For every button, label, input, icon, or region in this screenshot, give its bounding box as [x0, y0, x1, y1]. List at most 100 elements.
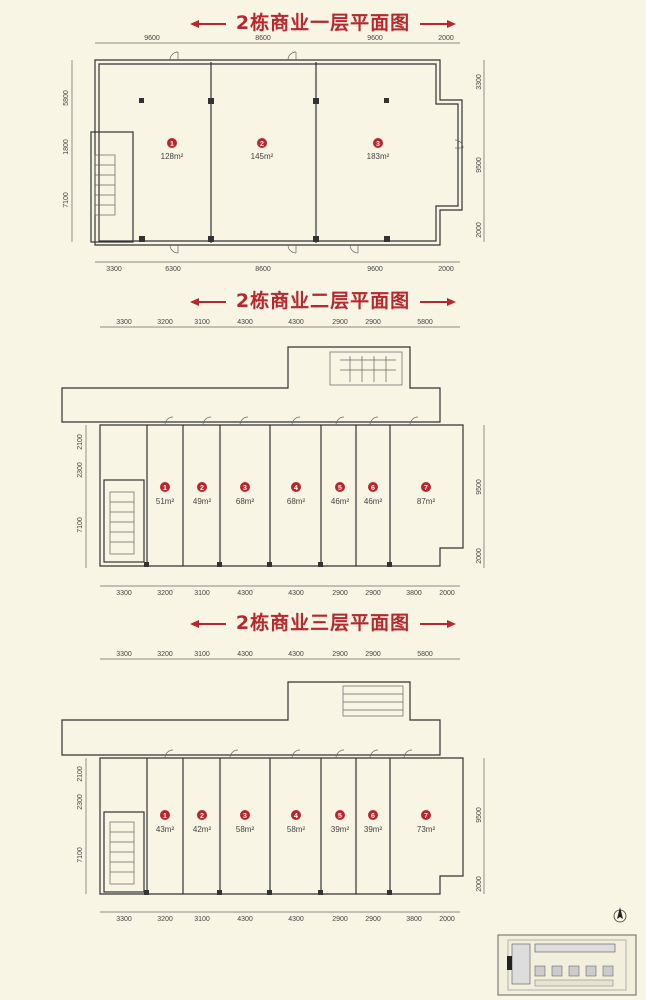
floor-2-unit-7-area: 87m²	[417, 497, 436, 506]
floor-2-unit-5-area: 46m²	[331, 497, 350, 506]
floor-1-top-dim-1: 9600	[144, 35, 160, 42]
floor-2-title: 2栋商业二层平面图	[0, 286, 646, 313]
floor-2-plan: 1 51m² 2 49m² 3 68m² 4 68m² 5 46m² 6 46m…	[61, 319, 485, 597]
floor-3-bottom-dim-6: 2900	[332, 916, 348, 923]
floor-3-bottom-dim-4: 4300	[237, 916, 253, 923]
floor-2-outer-wall	[99, 424, 464, 567]
floor-2-corridor	[61, 346, 441, 423]
floor-3-unit-7: 7 73m²	[417, 810, 435, 834]
floor-3-top-dim-4: 4300	[237, 651, 253, 658]
floor-1-unit-3-area: 183m²	[367, 152, 390, 161]
floor-3-bottom-dim-1: 3300	[116, 916, 132, 923]
floor-2-unit-1-num: 1	[163, 485, 167, 492]
floor-2-bottom-dim-3: 3100	[194, 590, 210, 597]
floor-2-unit-4-area: 68m²	[287, 497, 306, 506]
floor-3-title: 2栋商业三层平面图	[0, 608, 646, 635]
floor-2-bottom-dim-9: 2000	[439, 590, 455, 597]
floor-2-left-dim-3: 7100	[77, 517, 84, 533]
floor-1-right-dim-2: 9500	[476, 157, 483, 173]
floor-3-upper-stair	[342, 685, 404, 717]
floor-2-unit-1-area: 51m²	[156, 497, 175, 506]
floor-3-bottom-dim-8: 3800	[406, 916, 422, 923]
floor-3-left-dim-1: 2100	[77, 766, 84, 782]
floor-3-top-dim-3: 3100	[194, 651, 210, 658]
floor-1-unit-3-num: 3	[376, 141, 380, 148]
floor-1-inner-wall	[98, 63, 459, 242]
floor-1-right-dim-1: 3300	[476, 74, 483, 90]
floor-3-unit-2: 2 42m²	[193, 810, 212, 834]
floor-1-right-dim-3: 2000	[476, 222, 483, 238]
floor-1-bottom-dim-3: 8600	[255, 266, 271, 273]
floor-3-unit-3-num: 3	[243, 813, 247, 820]
floor-2-unit-6: 6 46m²	[364, 482, 383, 506]
floor-2-left-dim-1: 2100	[77, 434, 84, 450]
floor-2-unit-5-num: 5	[338, 485, 342, 492]
floor-2-unit-5: 5 46m²	[331, 482, 350, 506]
floor-2-top-dim-4: 4300	[237, 319, 253, 326]
floor-1-door-4	[287, 244, 297, 254]
floor-1-door-2	[287, 51, 297, 61]
floor-3-unit-2-num: 2	[200, 813, 204, 820]
floor-1-unit-2-num: 2	[260, 141, 264, 148]
floor-3-unit-6: 6 39m²	[364, 810, 382, 834]
floor-1-door-5	[349, 244, 359, 254]
floor-3-unit-1-num: 1	[163, 813, 167, 820]
floor-2-unit-7: 7 87m²	[417, 482, 436, 506]
floor-3-top-dim-8: 5800	[417, 651, 433, 658]
floor-2-top-dim-5: 4300	[288, 319, 304, 326]
floor-3-unit-3: 3 58m²	[236, 810, 254, 834]
floor-2-unit-7-num: 7	[424, 485, 428, 492]
floor-2-unit-4: 4 68m²	[287, 482, 306, 506]
floor-3-unit-5-num: 5	[338, 813, 342, 820]
floor-2-unit-6-area: 46m²	[364, 497, 383, 506]
floor-1-title: 2栋商业一层平面图	[0, 8, 646, 35]
floor-3-left-dim-2: 2300	[77, 794, 84, 810]
floor-2-unit-4-num: 4	[294, 485, 298, 492]
floor-3-title-text: 2栋商业三层平面图	[235, 612, 411, 634]
floor-2-right-dim-1: 9500	[476, 479, 483, 495]
floor-2-left-dim-2: 2300	[77, 462, 84, 478]
floor-3-plan: 1 43m² 2 42m² 3 58m² 4 58m² 5 39m² 6 39m…	[61, 651, 485, 923]
floor-3-unit-7-num: 7	[424, 813, 428, 820]
floor-2-stair-core	[103, 479, 145, 563]
floor-2-unit-3-num: 3	[243, 485, 247, 492]
floor-3-left-dim-3: 7100	[77, 847, 84, 863]
floor-2-bottom-dim-1: 3300	[116, 590, 132, 597]
floor-1-unit-3: 3 183m²	[367, 138, 390, 161]
floor-3-outer-wall	[99, 757, 464, 895]
floor-3-right-dim-2: 2000	[476, 876, 483, 892]
floor-3-bottom-dim-9: 2000	[439, 916, 455, 923]
floor-1-top-dim-4: 2000	[438, 35, 454, 42]
floor-2-right-dim-2: 2000	[476, 548, 483, 564]
floor-3-top-dim-2: 3200	[157, 651, 173, 658]
floor-2-bottom-dim-7: 2900	[365, 590, 381, 597]
floor-3-top-dim-1: 3300	[116, 651, 132, 658]
floor-2-unit-2: 2 49m²	[193, 482, 212, 506]
floor-2-unit-1: 1 51m²	[156, 482, 175, 506]
floor-2-unit-2-num: 2	[200, 485, 204, 492]
floor-1-bottom-dim-1: 3300	[106, 266, 122, 273]
floor-1-left-dim-3: 7100	[63, 192, 70, 208]
floor-3-top-dim-7: 2900	[365, 651, 381, 658]
floor-3-unit-1-area: 43m²	[156, 825, 175, 834]
floor-2-bottom-dim-5: 4300	[288, 590, 304, 597]
floor-3-bottom-dim-3: 3100	[194, 916, 210, 923]
floor-2-top-dim-6: 2900	[332, 319, 348, 326]
floor-3-unit-2-area: 42m²	[193, 825, 212, 834]
floor-2-title-text: 2栋商业二层平面图	[235, 290, 411, 312]
site-keyplan-icon	[497, 934, 637, 996]
floor-2-top-dim-1: 3300	[116, 319, 132, 326]
floor-2-top-dim-7: 2900	[365, 319, 381, 326]
floor-3-right-dim-1: 9500	[476, 807, 483, 823]
floor-1-door-1	[169, 51, 179, 61]
floor-3-unit-4: 4 58m²	[287, 810, 305, 834]
floor-1-top-dim-2: 8600	[255, 35, 271, 42]
floor-3-bottom-dim-2: 3200	[157, 916, 173, 923]
floor-1-plan: 1 128m² 2 145m² 3 183m² 9600 8600 9600 2…	[63, 35, 485, 273]
floor-3-bottom-dim-5: 4300	[288, 916, 304, 923]
floor-2-unit-2-area: 49m²	[193, 497, 212, 506]
floor-3-unit-5: 5 39m²	[331, 810, 349, 834]
floor-2-top-dim-8: 5800	[417, 319, 433, 326]
floor-2-unit-3-area: 68m²	[236, 497, 255, 506]
